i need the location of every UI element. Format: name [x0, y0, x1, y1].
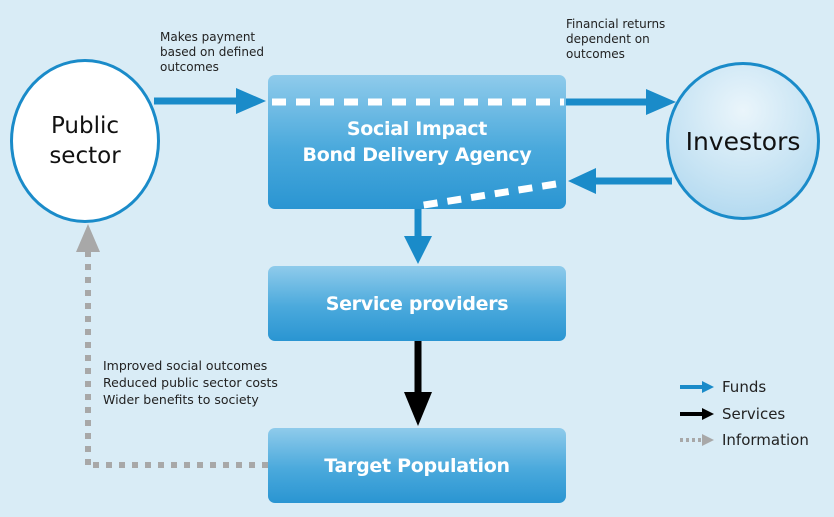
target-population-node: Target Population — [268, 428, 566, 503]
arrow-agency-to-investors — [566, 89, 676, 115]
investors-node: Investors — [666, 62, 820, 220]
services-arrow-icon — [680, 408, 714, 420]
arrow-agency-to-providers — [404, 207, 432, 264]
returns-annotation: Financial returns dependent on outcomes — [566, 17, 666, 61]
arrow-investors-to-agency — [568, 168, 672, 194]
investors-label: Investors — [685, 126, 801, 156]
service-providers-node: Service providers — [268, 266, 566, 341]
legend-funds: Funds — [680, 378, 766, 396]
arrow-public-to-agency — [154, 88, 266, 114]
legend-information-label: Information — [722, 431, 809, 449]
outcomes-annotation: Improved social outcomes Reduced public … — [103, 358, 278, 407]
information-arrow-icon — [680, 434, 714, 446]
sib-agency-label: Social Impact Bond Delivery Agency — [302, 118, 532, 166]
public-sector-label: Public sector — [49, 113, 121, 169]
funds-arrow-icon — [680, 381, 714, 393]
legend-services-label: Services — [722, 405, 786, 423]
public-sector-node: Public sector — [10, 59, 160, 223]
sib-agency-node: Social Impact Bond Delivery Agency — [268, 75, 566, 209]
target-population-label: Target Population — [324, 454, 510, 477]
legend-funds-label: Funds — [722, 378, 767, 396]
legend-services: Services — [680, 405, 785, 423]
payment-annotation: Makes payment based on defined outcomes — [160, 30, 264, 74]
legend-information: Information — [680, 431, 809, 449]
service-providers-label: Service providers — [325, 292, 509, 315]
arrow-providers-to-population — [404, 341, 432, 426]
arrow-population-to-public — [76, 224, 268, 468]
